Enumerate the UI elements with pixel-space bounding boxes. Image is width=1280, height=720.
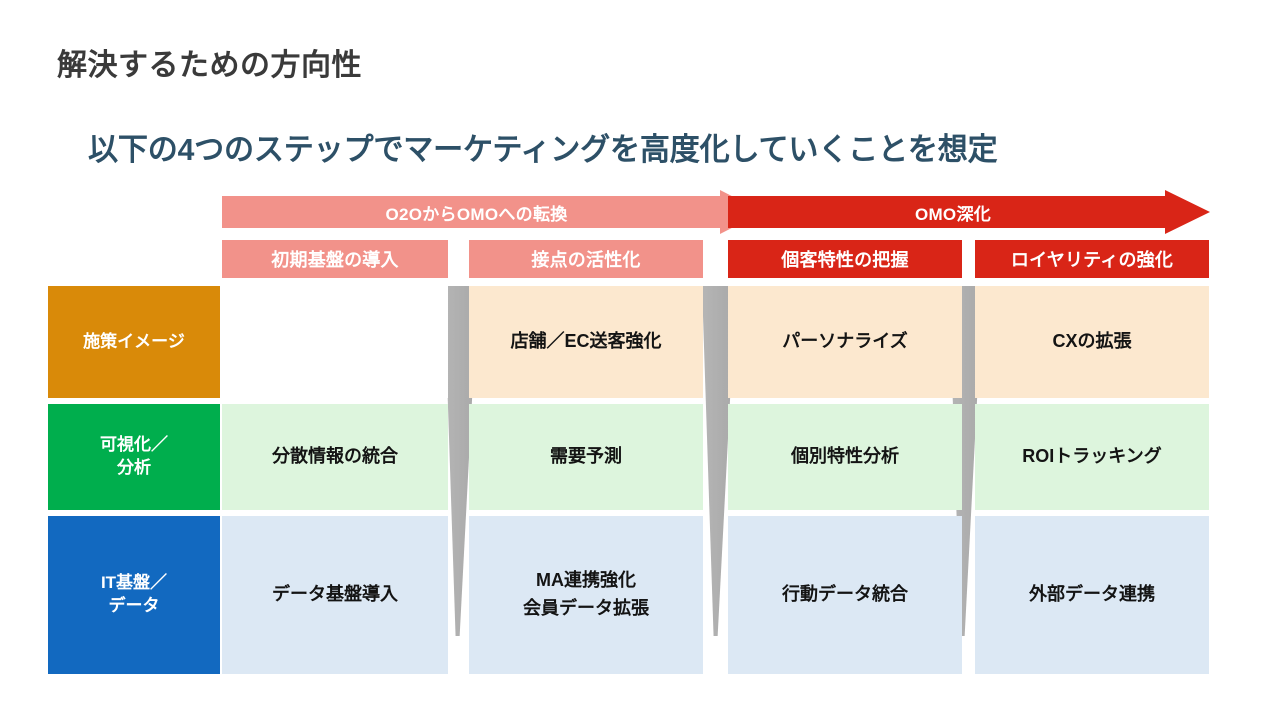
matrix-cell-r2-c1: MA連携強化 会員データ拡張 xyxy=(469,516,703,674)
row-header-2: IT基盤／ データ xyxy=(48,516,220,674)
phase-arrow-band: O2OからOMOへの転換 OMO深化 xyxy=(0,190,1280,238)
matrix-cell-r2-c2: 行動データ統合 xyxy=(728,516,962,674)
column-header-0: 初期基盤の導入 xyxy=(222,240,448,278)
matrix-cell-r1-c3: ROIトラッキング xyxy=(975,404,1209,510)
matrix-cell-r1-c1: 需要予測 xyxy=(469,404,703,510)
matrix-cell-r0-c0 xyxy=(222,286,448,398)
matrix-cell-r0-c1: 店舗／EC送客強化 xyxy=(469,286,703,398)
matrix-cell-r1-c2: 個別特性分析 xyxy=(728,404,962,510)
column-header-3: ロイヤリティの強化 xyxy=(975,240,1209,278)
page-subtitle: 以下の4つのステップでマーケティングを高度化していくことを想定 xyxy=(88,132,998,167)
column-header-2: 個客特性の把握 xyxy=(728,240,962,278)
roadmap-matrix: 初期基盤の導入接点の活性化個客特性の把握ロイヤリティの強化施策イメージ 店舗／EC… xyxy=(0,240,1280,685)
phase-arrow-1: OMO深化 xyxy=(728,190,1210,234)
matrix-cell-r2-c3: 外部データ連携 xyxy=(975,516,1209,674)
row-header-1: 可視化／ 分析 xyxy=(48,404,220,510)
column-header-1: 接点の活性化 xyxy=(469,240,703,278)
matrix-cell-r0-c2: パーソナライズ xyxy=(728,286,962,398)
matrix-cell-r1-c0: 分散情報の統合 xyxy=(222,404,448,510)
matrix-cell-r2-c0: データ基盤導入 xyxy=(222,516,448,674)
page-title: 解決するための方向性 xyxy=(57,49,362,82)
phase-arrow-label: OMO深化 xyxy=(914,204,992,224)
phase-arrow-0: O2OからOMOへの転換 xyxy=(222,190,763,234)
phase-arrow-label: O2OからOMOへの転換 xyxy=(385,204,568,224)
matrix-cell-r0-c3: CXの拡張 xyxy=(975,286,1209,398)
row-header-0: 施策イメージ xyxy=(48,286,220,398)
